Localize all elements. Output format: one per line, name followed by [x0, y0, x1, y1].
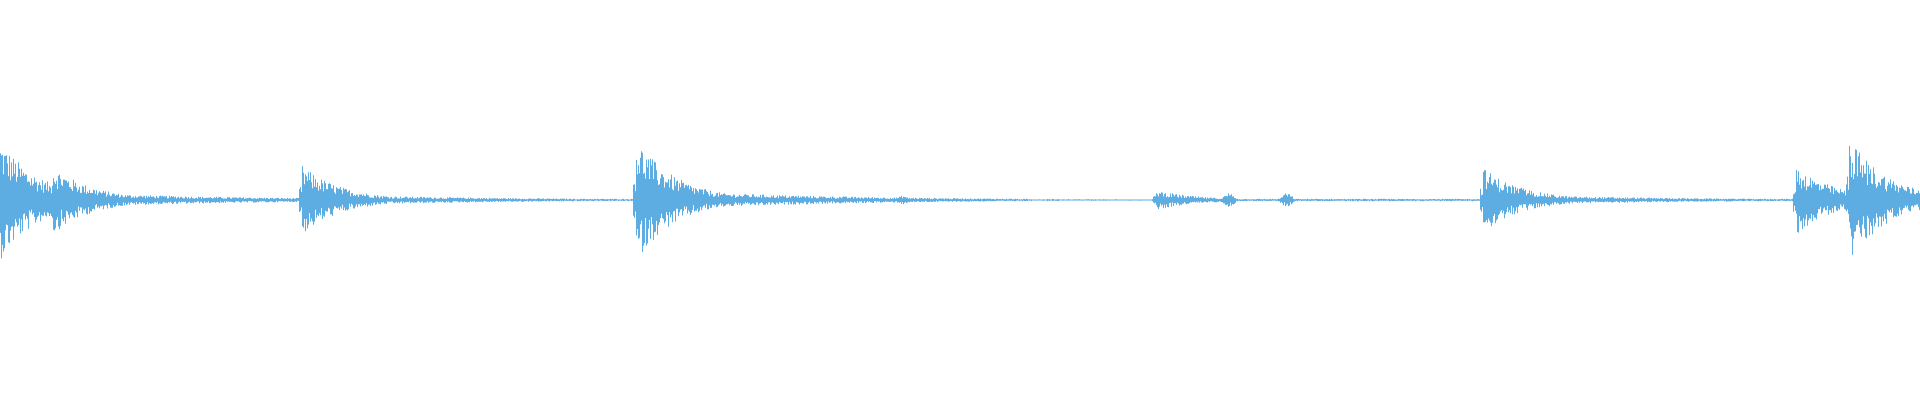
waveform-bars [0, 145, 1920, 259]
